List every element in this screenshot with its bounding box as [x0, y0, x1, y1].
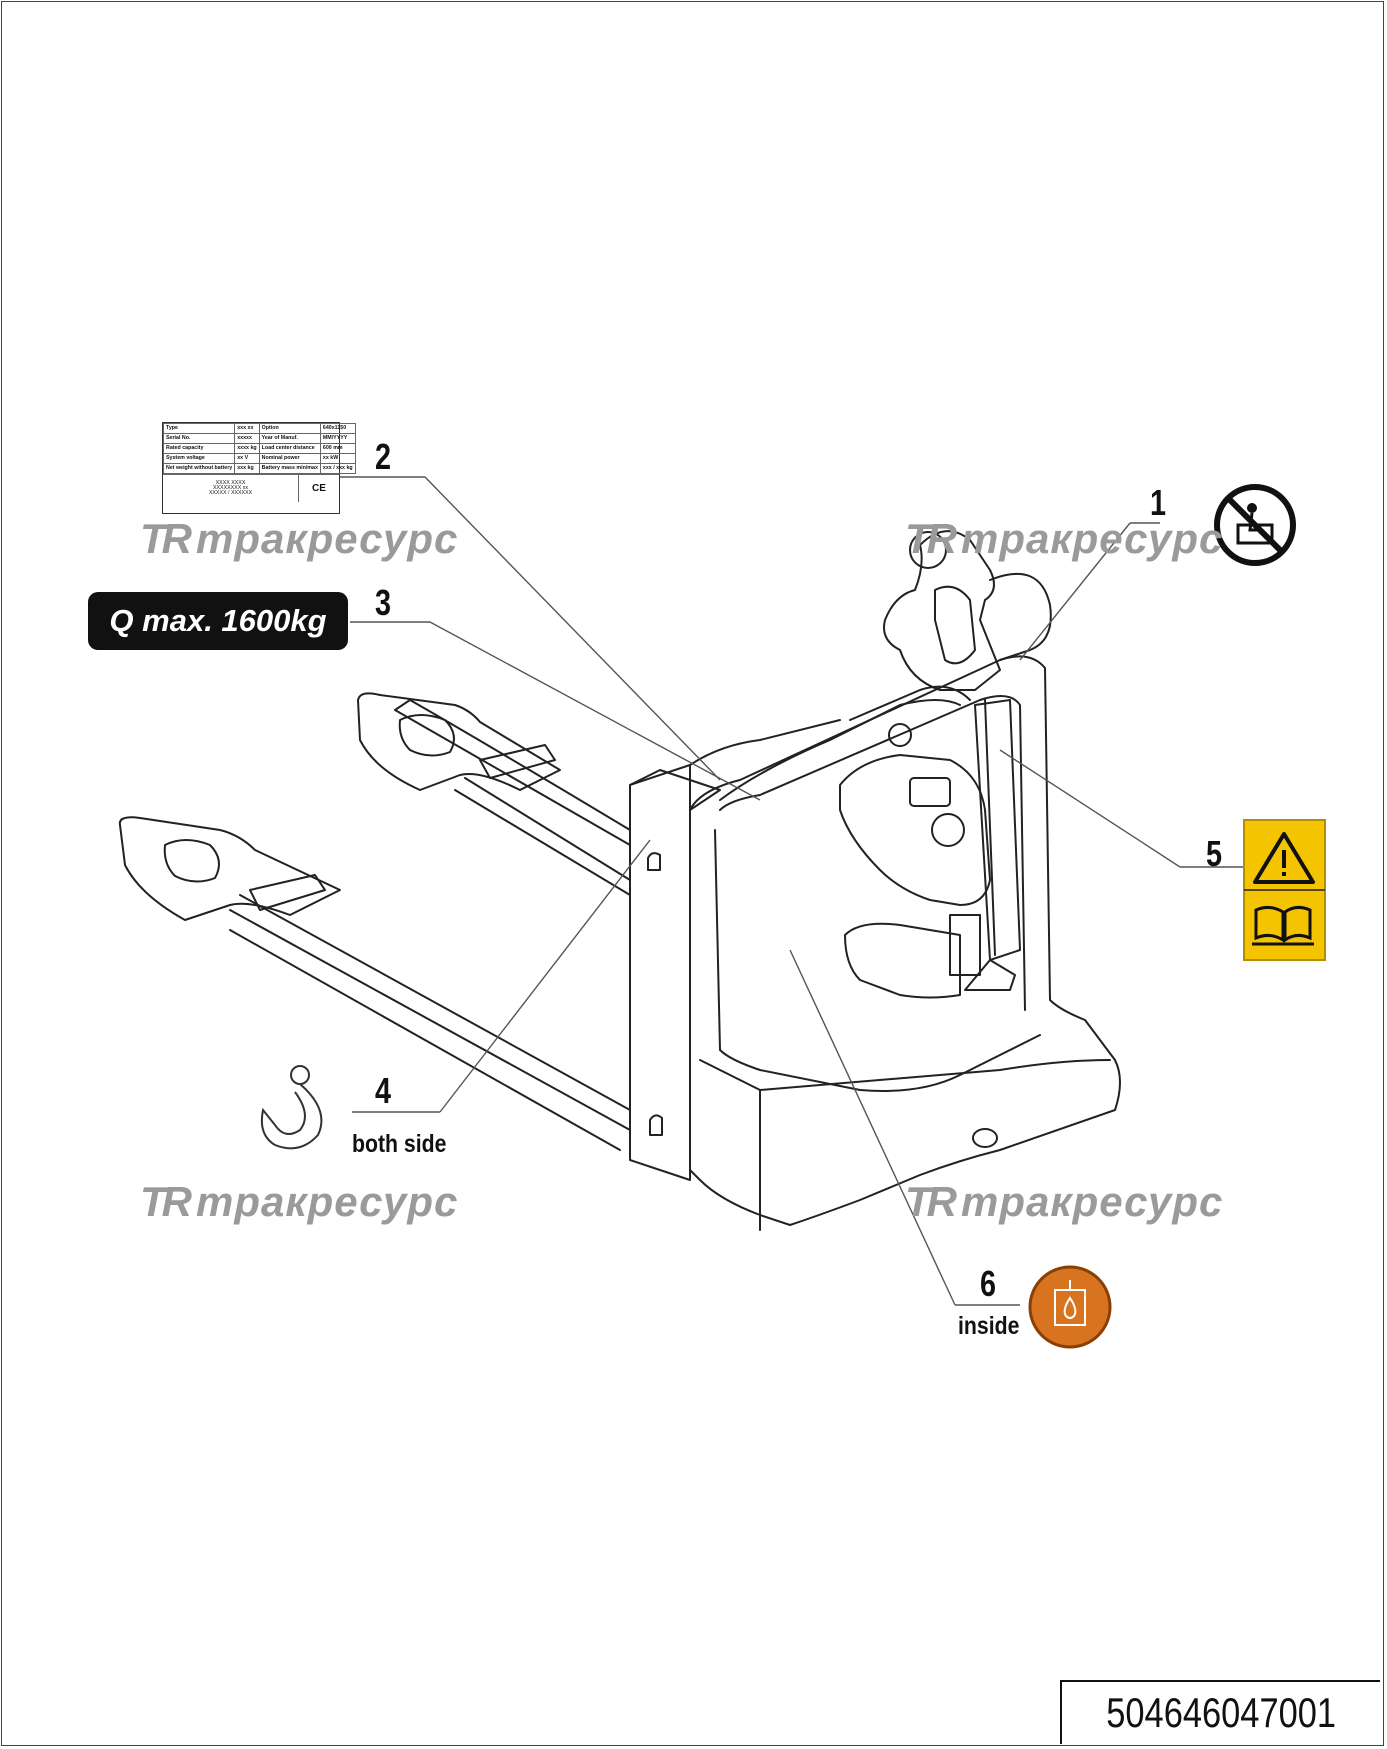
callout-number-2: 2	[375, 436, 392, 477]
nameplate-cell: xxx kg	[234, 463, 260, 474]
nameplate-cell: xxx xx	[234, 423, 260, 434]
nameplate-cell: Serial No.	[162, 433, 236, 444]
capacity-decal: Q max. 1600kg	[88, 592, 348, 650]
nameplate-row: System voltage xx V Nominal power xx kW	[162, 453, 356, 464]
nameplate-cell: Net weight without battery	[162, 463, 236, 474]
hydraulic-oil-icon	[1028, 1265, 1112, 1349]
no-riding-icon	[1214, 484, 1296, 566]
part-number: 504646047001	[1106, 1689, 1336, 1736]
watermark-logo: TR	[140, 1178, 192, 1225]
nameplate-cell: Load center distance	[258, 443, 321, 454]
nameplate-cell: Type	[162, 423, 236, 434]
callout-note-6: inside	[958, 1312, 1020, 1340]
nameplate-row: Type xxx xx Option 640x1150	[162, 423, 356, 434]
lifting-hook-icon	[260, 1065, 323, 1150]
nameplate-cell: MM/YYYY	[319, 433, 356, 444]
watermark-text: тракресурс	[196, 1178, 459, 1225]
callout-number-3: 3	[375, 582, 392, 623]
nameplate-row: Net weight without battery xxx kg Batter…	[162, 463, 356, 474]
nameplate-cell: xxx / xxx kg	[319, 463, 356, 474]
nameplate-cell: xxxx kg	[234, 443, 260, 454]
part-number-box: 504646047001	[1060, 1680, 1380, 1744]
nameplate-cell: System voltage	[162, 453, 236, 464]
nameplate-cell: xxxxx	[234, 433, 260, 444]
nameplate-cell: xx V	[234, 453, 260, 464]
nameplate-cell: Battery mass min/max	[258, 463, 321, 474]
nameplate-address-line: XXXXXXXX xx	[212, 484, 249, 491]
nameplate-row: Rated capacity xxxx kg Load center dista…	[162, 443, 356, 454]
callout-number-4: 4	[375, 1070, 392, 1111]
callout-number-1: 1	[1150, 482, 1167, 523]
callout-number-6: 6	[980, 1263, 997, 1304]
callout-number-5: 5	[1206, 833, 1223, 874]
nameplate-address: XXXX XXXX XXXXXXXX xx XXXXX / XXXXXX	[163, 475, 299, 502]
watermark-logo: TR	[905, 1178, 957, 1225]
warning-manual-label	[1243, 819, 1326, 961]
nameplate-address-line: XXXX XXXX	[215, 479, 246, 486]
nameplate-cell: Nominal power	[258, 453, 321, 464]
callout-note-4: both side	[352, 1130, 447, 1158]
nameplate-cell: Year of Manuf.	[258, 433, 321, 444]
nameplate-decal: Type xxx xx Option 640x1150 Serial No. x…	[162, 422, 356, 514]
nameplate-row: Serial No. xxxxx Year of Manuf. MM/YYYY	[162, 433, 356, 444]
watermark-text: тракресурс	[961, 515, 1224, 562]
nameplate-cell: 640x1150	[319, 423, 356, 434]
nameplate-cell: xx kW	[319, 453, 356, 464]
watermark-logo: TR	[140, 515, 192, 562]
nameplate-cell: 600 mm	[319, 443, 356, 454]
nameplate-cell: Option	[258, 423, 321, 434]
watermark-text: тракресурс	[961, 1178, 1224, 1225]
ce-mark: CE	[312, 482, 326, 494]
nameplate-address-line: XXXXX / XXXXXX	[208, 490, 253, 497]
warning-triangle-icon	[1253, 832, 1315, 884]
watermark-logo: TR	[905, 515, 957, 562]
read-manual-book-icon	[1252, 905, 1314, 946]
nameplate-cell: Rated capacity	[162, 443, 236, 454]
watermark-text: тракресурс	[196, 515, 459, 562]
